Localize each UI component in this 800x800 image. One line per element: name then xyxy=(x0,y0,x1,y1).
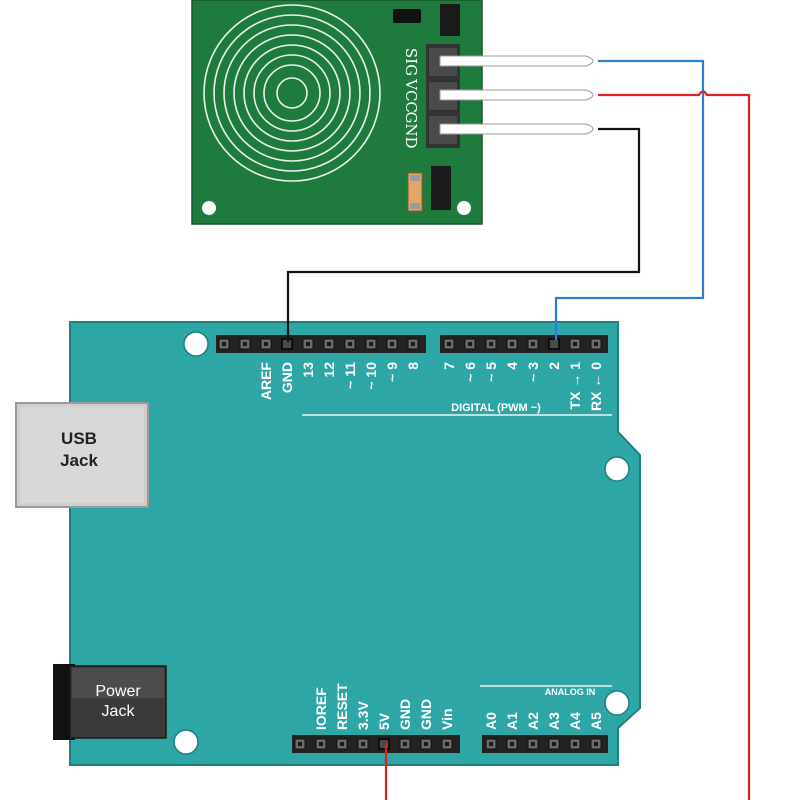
header-pin-hole xyxy=(594,342,598,346)
pin-label: TX → 1 xyxy=(567,362,583,410)
pin-label: ~ 3 xyxy=(525,362,541,382)
arduino-board xyxy=(69,321,641,766)
pin-label: ~ 6 xyxy=(462,362,478,382)
header-analog xyxy=(482,735,608,753)
pin-label: ~ 5 xyxy=(483,362,499,382)
smd-capacitor xyxy=(407,172,423,212)
header-pin-hole xyxy=(264,342,268,346)
pin-label: 13 xyxy=(300,362,316,378)
header-pin-hole xyxy=(348,342,352,346)
connected-pin xyxy=(378,738,390,750)
power-jack: Power Jack xyxy=(53,664,167,740)
pin-label: 2 xyxy=(546,362,562,370)
header-pin-hole xyxy=(298,742,302,746)
pin-label: GND xyxy=(418,699,434,730)
pin-label: A0 xyxy=(483,712,499,730)
power-jack-label-line1: Power xyxy=(95,683,141,700)
pin-label: A3 xyxy=(546,712,562,730)
sensor-mounting-hole xyxy=(457,201,471,215)
usb-jack-label-line2: Jack xyxy=(60,451,98,470)
pin-label: 12 xyxy=(321,362,337,378)
header-pin-hole xyxy=(594,742,598,746)
connected-pin xyxy=(548,338,560,350)
pin-label: 8 xyxy=(405,362,421,370)
wire-ground xyxy=(286,127,641,342)
pin-label: IOREF xyxy=(313,687,329,730)
lead-vcc xyxy=(439,89,594,101)
header-pin-hole xyxy=(319,742,323,746)
header-pin-hole xyxy=(340,742,344,746)
sensor-mounting-hole xyxy=(202,201,216,215)
header-pin-hole xyxy=(222,342,226,346)
header-pin-hole xyxy=(489,342,493,346)
pin-label: A1 xyxy=(504,712,520,730)
pin-label: A4 xyxy=(567,712,583,730)
analog-in-label: ANALOG IN xyxy=(545,687,596,697)
pin-label: 3.3V xyxy=(355,701,371,730)
smd-component xyxy=(440,4,460,36)
header-pin-hole xyxy=(468,342,472,346)
pin-label: 4 xyxy=(504,362,520,370)
pin-label: ~ 11 xyxy=(342,362,358,389)
smd-component xyxy=(393,9,421,23)
header-pin-hole xyxy=(306,342,310,346)
usb-jack: USB Jack xyxy=(15,402,149,508)
sensor-ic xyxy=(431,166,451,210)
header-digital-right xyxy=(440,335,608,353)
pin-label: ~ 9 xyxy=(384,362,400,382)
pin-label: GND xyxy=(397,699,413,730)
header-pin-hole xyxy=(361,742,365,746)
header-pin-hole xyxy=(510,742,514,746)
header-pin-hole xyxy=(510,342,514,346)
wire-signal xyxy=(554,59,705,340)
header-pin-hole xyxy=(445,742,449,746)
usb-jack-label-line1: USB xyxy=(61,429,97,448)
header-pin-hole xyxy=(327,342,331,346)
lead-gnd xyxy=(439,123,594,135)
sensor-leads xyxy=(439,55,594,135)
digital-pwm-label: DIGITAL (PWM ~) xyxy=(451,402,541,414)
header-pin-hole xyxy=(573,342,577,346)
mounting-hole xyxy=(183,331,209,357)
mounting-hole xyxy=(604,456,630,482)
pin-label: RESET xyxy=(334,683,350,730)
header-pin-hole xyxy=(573,742,577,746)
pin-label: 7 xyxy=(441,362,457,370)
pin-label: AREF xyxy=(258,362,274,401)
header-pin-hole xyxy=(403,742,407,746)
pin-label: 5V xyxy=(376,712,392,730)
lead-sig xyxy=(439,55,594,67)
header-pin-hole xyxy=(531,742,535,746)
touch-pad xyxy=(203,4,381,182)
header-pin-hole xyxy=(424,742,428,746)
sensor-pin-label: VCC xyxy=(402,78,420,113)
pin-label: A2 xyxy=(525,712,541,730)
header-pin-hole xyxy=(552,742,556,746)
pin-label: Vin xyxy=(439,708,455,730)
header-pin-hole xyxy=(531,342,535,346)
header-pin-hole xyxy=(411,342,415,346)
pin-label: GND xyxy=(279,362,295,393)
wire-vcc xyxy=(598,90,751,800)
header-pin-hole xyxy=(243,342,247,346)
sensor-pin-label: SIG xyxy=(402,48,420,76)
header-pin-hole xyxy=(390,342,394,346)
pin-label: A5 xyxy=(588,712,604,730)
mounting-hole xyxy=(604,690,630,716)
mounting-hole xyxy=(173,729,199,755)
header-power xyxy=(292,735,460,753)
pin-label: RX ← 0 xyxy=(588,362,604,411)
header-pin-hole xyxy=(447,342,451,346)
pin-label: ~ 10 xyxy=(363,362,379,390)
power-jack-label-line2: Jack xyxy=(102,703,136,720)
header-pin-hole xyxy=(489,742,493,746)
sensor-pin-label: GND xyxy=(402,111,420,148)
header-pin-hole xyxy=(369,342,373,346)
